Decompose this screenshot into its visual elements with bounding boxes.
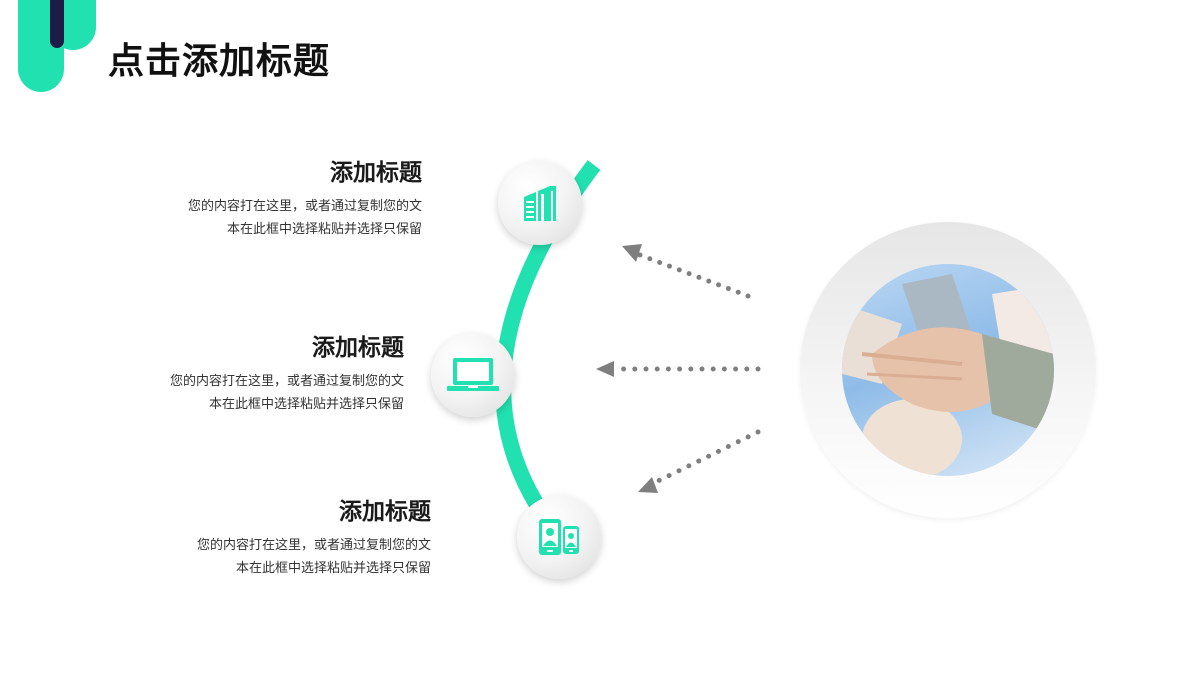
item-1-line1[interactable]: 您的内容打在这里，或者通过复制您的文 [187, 199, 422, 214]
item-2: 添加标题 您的内容打在这里，或者通过复制您的文 本在此框中选择粘贴并选择只保留 [170, 328, 404, 416]
item-2-line1[interactable]: 您的内容打在这里，或者通过复制您的文 [169, 374, 404, 389]
team-hands-photo[interactable] [842, 264, 1054, 476]
item-3-line1[interactable]: 您的内容打在这里，或者通过复制您的文 [196, 538, 431, 553]
arrow-top-head [622, 244, 642, 262]
photo-frame [800, 222, 1096, 518]
hands-image-icon [842, 274, 1054, 476]
item-3-line2[interactable]: 本在此框中选择粘贴并选择只保留 [235, 561, 431, 576]
item-2-line2[interactable]: 本在此框中选择粘贴并选择只保留 [208, 397, 404, 412]
node-2 [431, 333, 515, 417]
item-3: 添加标题 您的内容打在这里，或者通过复制您的文 本在此框中选择粘贴并选择只保留 [197, 492, 431, 580]
phones-users-icon [539, 519, 579, 555]
arrow-bottom-head [638, 477, 658, 493]
arrow-bottom [653, 429, 761, 485]
page-title[interactable]: 点击添加标题 [108, 41, 331, 82]
decor-navy-bar [50, 0, 64, 48]
laptop-icon [447, 358, 499, 391]
arrow-top [637, 252, 751, 299]
item-1: 添加标题 您的内容打在这里，或者通过复制您的文 本在此框中选择粘贴并选择只保留 [188, 153, 422, 241]
node-1 [498, 161, 582, 245]
item-2-heading[interactable]: 添加标题 [312, 335, 404, 361]
item-3-heading[interactable]: 添加标题 [339, 499, 431, 525]
item-1-line2[interactable]: 本在此框中选择粘贴并选择只保留 [226, 222, 422, 237]
item-1-heading[interactable]: 添加标题 [330, 160, 422, 186]
building-icon [524, 186, 556, 221]
arrow-middle-head [596, 361, 614, 377]
node-3 [517, 495, 601, 579]
